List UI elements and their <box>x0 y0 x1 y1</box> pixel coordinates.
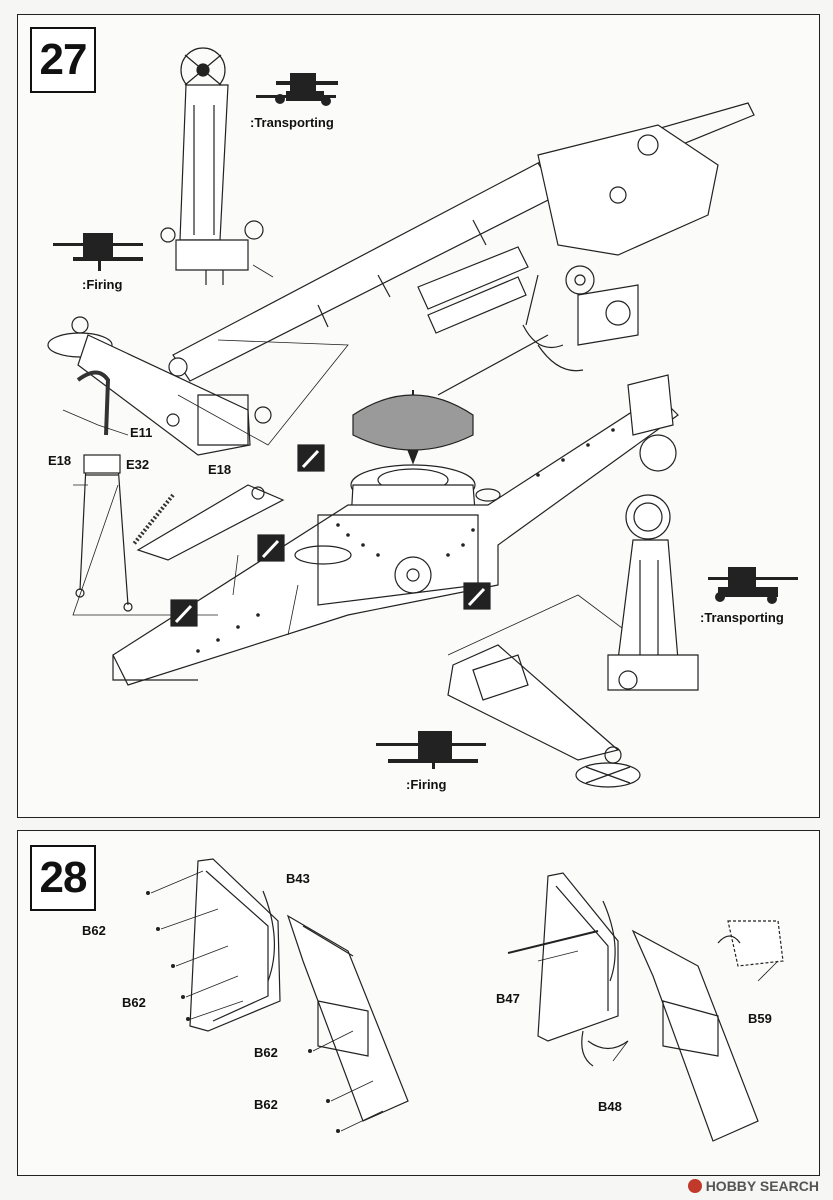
label-transporting-right: :Transporting <box>700 610 784 625</box>
firing-icon-bottom <box>376 731 486 769</box>
outrigger-upright-top <box>160 47 264 285</box>
gun-assembly-drawing <box>47 47 798 788</box>
label-b43: B43 <box>286 871 310 886</box>
step-number-28: 28 <box>30 845 96 911</box>
label-e11: E11 <box>130 425 153 440</box>
left-seat-plate <box>146 858 409 1133</box>
label-e18-left: E18 <box>48 453 72 468</box>
watermark-text: HOBBY SEARCH <box>705 1178 819 1194</box>
part-e18-frame <box>136 484 285 561</box>
step-28-panel: 28 <box>17 830 820 1176</box>
right-seat-plate <box>507 872 784 1142</box>
part-e11 <box>76 370 111 436</box>
outrigger-left <box>47 316 272 456</box>
transport-icon-top <box>256 73 338 106</box>
hobby-search-logo-icon <box>687 1179 702 1193</box>
label-b62-1: B62 <box>82 923 106 938</box>
firing-icon-left <box>53 233 143 271</box>
label-b62-2: B62 <box>122 995 146 1010</box>
part-e18-stand <box>75 454 133 612</box>
seat-assembly-drawing <box>146 858 784 1142</box>
part-e32-rack <box>131 493 175 547</box>
outrigger-right-upright <box>607 494 699 691</box>
label-e18-mid: E18 <box>208 462 232 477</box>
step-number-27: 27 <box>30 27 96 93</box>
gun-barrel <box>168 102 755 382</box>
label-firing-bottom: :Firing <box>406 777 447 792</box>
rotate-marker-icons <box>170 444 491 627</box>
label-e32: E32 <box>126 457 150 472</box>
label-b62-3: B62 <box>254 1045 278 1060</box>
cruciform-base <box>112 374 679 686</box>
watermark: HOBBY SEARCH <box>687 1178 819 1194</box>
label-b59: B59 <box>748 1011 772 1026</box>
outrigger-bottom <box>447 644 641 788</box>
label-b48: B48 <box>598 1099 622 1114</box>
transport-icon-right <box>708 567 798 604</box>
step-27-panel: 27 <box>17 14 820 818</box>
label-firing-left: :Firing <box>82 277 123 292</box>
label-transporting-top: :Transporting <box>250 115 334 130</box>
label-b62-4: B62 <box>254 1097 278 1112</box>
label-b47: B47 <box>496 991 520 1006</box>
